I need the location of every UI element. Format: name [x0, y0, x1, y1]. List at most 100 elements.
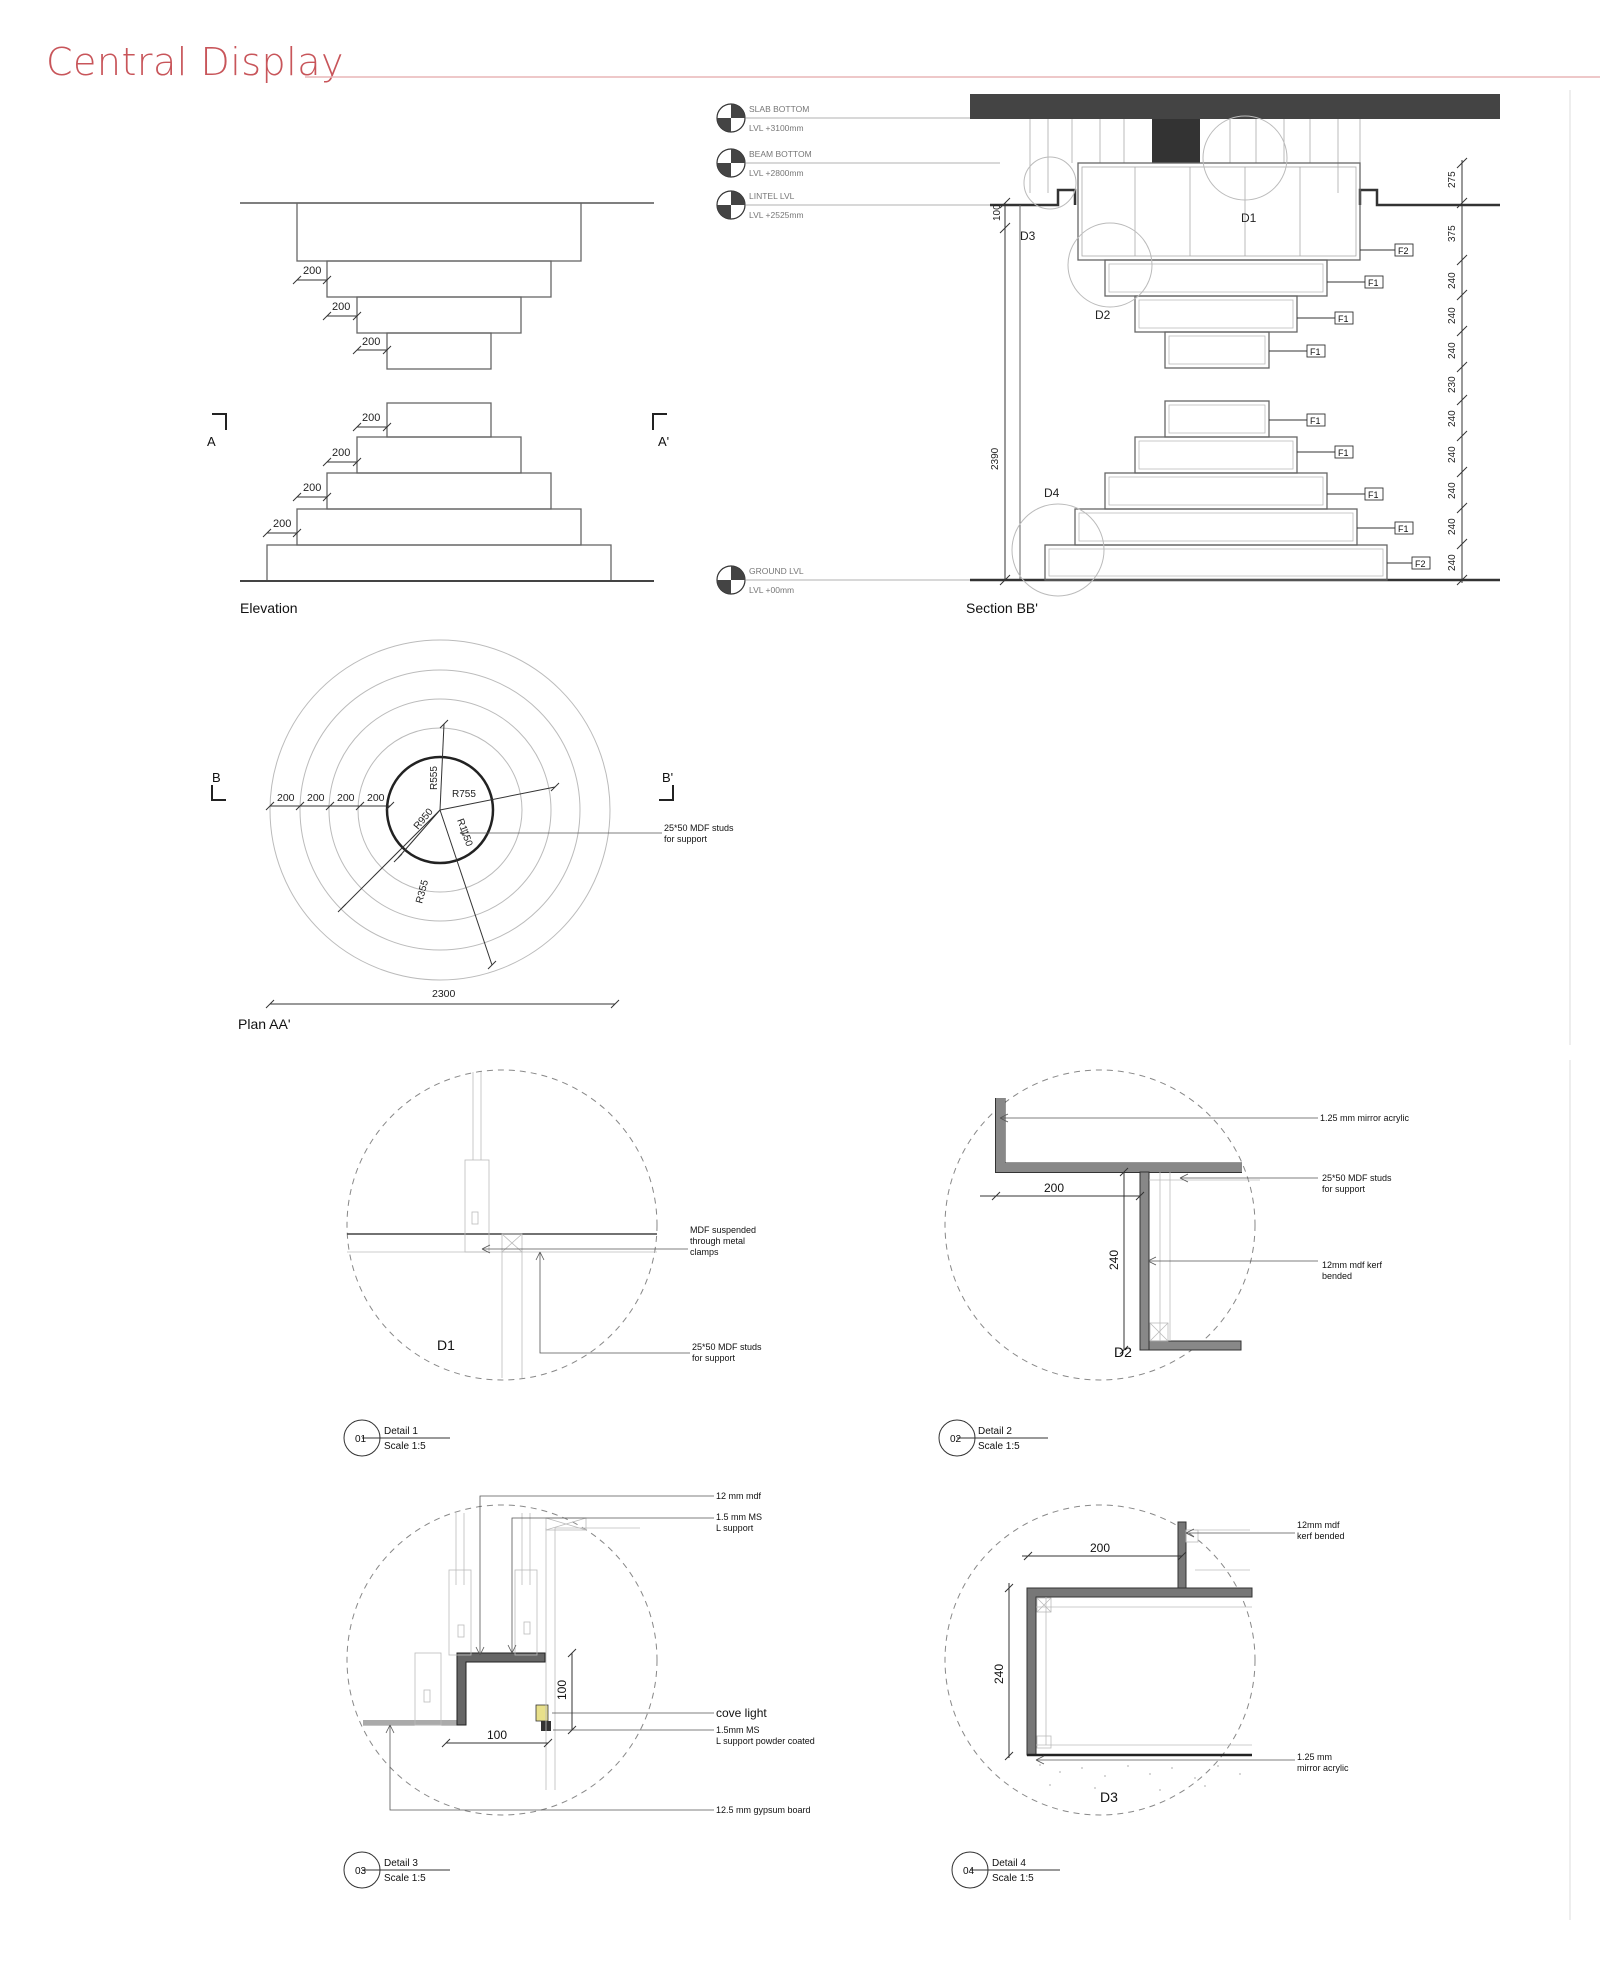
plan-ring — [299, 669, 581, 951]
detail-note: L support powder coated — [716, 1736, 815, 1746]
sheet-title: Central Display — [46, 40, 345, 84]
detail-tag-d3: D3 — [1020, 229, 1036, 243]
elev-tier — [296, 202, 582, 262]
detail-note: 1.5mm MS — [716, 1725, 760, 1735]
level-name: LINTEL LVL — [749, 191, 795, 201]
elev-tier — [296, 508, 582, 546]
section-tier — [1134, 436, 1298, 474]
detail-note: 25*50 MDF studs — [692, 1342, 762, 1352]
detail-number: 03 — [355, 1866, 367, 1877]
detail-tag-d1: D1 — [1241, 211, 1257, 225]
detail-dim: 240 — [1107, 1250, 1121, 1270]
section-mark-left — [212, 413, 227, 430]
detail-note: 12 mm mdf — [716, 1491, 762, 1501]
detail-number: 02 — [950, 1434, 962, 1445]
detail-dim: 200 — [1044, 1181, 1064, 1195]
elev-dim: 200 — [362, 412, 380, 424]
elev-tier — [266, 544, 612, 582]
elev-dim: 200 — [332, 447, 350, 459]
detail-title: Detail 4 — [992, 1858, 1026, 1869]
detail-note: 1.5 mm MS — [716, 1512, 762, 1522]
level-value: LVL +3100mm — [749, 123, 804, 133]
detail-note: through metal — [690, 1236, 745, 1246]
section-dim-right: 240 — [1447, 482, 1458, 499]
finish-tag: F2 — [1398, 246, 1409, 256]
detail-scale: Scale 1:5 — [384, 1873, 426, 1884]
section-dim-right: 275 — [1447, 171, 1458, 188]
level-name: SLAB BOTTOM — [749, 104, 809, 114]
detail-note: MDF suspended — [690, 1225, 756, 1235]
section-mark-right — [652, 413, 667, 430]
level-value: LVL +2800mm — [749, 168, 804, 178]
detail-scale: Scale 1:5 — [384, 1441, 426, 1452]
plan-ring — [269, 639, 611, 981]
detail-3-drawing: 12 mm mdf 1.5 mm MS L support cove light… — [343, 1491, 815, 1889]
detail-scale: Scale 1:5 — [978, 1441, 1020, 1452]
plan-dim: 200 — [277, 792, 295, 804]
section-mark-b: B — [212, 770, 221, 785]
plan-overall-dim: 2300 — [432, 988, 456, 1000]
finish-tag: F1 — [1338, 314, 1349, 324]
plan-dim: 200 — [307, 792, 325, 804]
detail-tag-d2: D2 — [1095, 308, 1111, 322]
level-value: LVL +2525mm — [749, 210, 804, 220]
plan-dim: 200 — [367, 792, 385, 804]
detail-4-drawing: 200 240 12mm mdf kerf bended 1.25 mm mir… — [944, 1504, 1349, 1889]
section-tier — [1074, 508, 1358, 546]
section-tier — [1164, 400, 1270, 438]
detail-tag-d4: D4 — [1044, 486, 1060, 500]
section-label: Section BB' — [966, 600, 1038, 616]
finish-tag: F1 — [1398, 524, 1409, 534]
slab — [970, 94, 1500, 119]
section-dim-right: 240 — [1447, 554, 1458, 571]
section-dim-left: 2390 — [990, 447, 1001, 470]
detail-scale: Scale 1:5 — [992, 1873, 1034, 1884]
elev-dim: 200 — [303, 482, 321, 494]
finish-tag: F2 — [1415, 559, 1426, 569]
detail-note: mirror acrylic — [1297, 1763, 1349, 1773]
detail-dim: 200 — [1090, 1541, 1110, 1555]
elevation-drawing: 200 200 200 200 200 200 200 A A' Elevati… — [207, 202, 669, 616]
level-value: LVL +00mm — [749, 585, 794, 595]
section-dim-right: 240 — [1447, 446, 1458, 463]
section-tier — [1044, 544, 1388, 581]
detail-1-drawing: MDF suspended through metal clamps 25*50… — [343, 1069, 762, 1457]
finish-tag: F1 — [1368, 490, 1379, 500]
detail-tag: D3 — [1100, 1789, 1118, 1805]
section-mark-b-prime: B' — [662, 770, 673, 785]
detail-circle — [1202, 115, 1288, 201]
elev-dim: 200 — [303, 265, 321, 277]
section-tier — [1134, 295, 1298, 333]
detail-boundary — [944, 1504, 1256, 1816]
level-markers — [716, 103, 746, 595]
section-dim-right: 230 — [1447, 376, 1458, 393]
detail-dim: 240 — [992, 1664, 1006, 1684]
elev-tier — [326, 260, 552, 298]
plan-note: for support — [664, 834, 708, 844]
plan-label: Plan AA' — [238, 1016, 291, 1032]
section-mark-a-prime: A' — [658, 434, 669, 449]
finish-tag: F1 — [1338, 448, 1349, 458]
plan-dim: 200 — [337, 792, 355, 804]
detail-note: 12mm mdf kerf — [1322, 1260, 1383, 1270]
detail-note: 12mm mdf — [1297, 1520, 1340, 1530]
detail-note: bended — [1322, 1271, 1352, 1281]
detail-dim: 100 — [487, 1728, 507, 1742]
detail-tag: D1 — [437, 1337, 455, 1353]
detail-tag: D2 — [1114, 1344, 1132, 1360]
section-tier — [1104, 259, 1328, 297]
plan-core — [385, 755, 495, 865]
plan-ring — [328, 698, 552, 922]
detail-note: L support — [716, 1523, 754, 1533]
detail-note-cove-light: cove light — [716, 1706, 767, 1720]
finish-tag: F1 — [1310, 416, 1321, 426]
detail-circle — [1023, 156, 1077, 210]
section-dim-right: 375 — [1447, 225, 1458, 242]
elev-dim: 200 — [362, 336, 380, 348]
detail-note: 1.25 mm — [1297, 1752, 1332, 1762]
plan-radius: R755 — [452, 789, 476, 800]
detail-2-drawing: 200 240 1.25 mm mirror acrylic 25*50 MDF… — [938, 1069, 1410, 1457]
section-dim-left: 100 — [992, 204, 1003, 221]
section-dim-right: 240 — [1447, 410, 1458, 427]
